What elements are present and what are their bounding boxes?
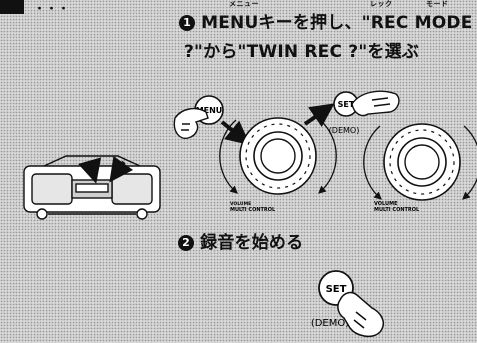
boombox-arrow-1-icon bbox=[78, 157, 102, 184]
step1-line1: 1 MENUキーを押し、"REC MODE bbox=[179, 8, 473, 33]
step1-line2: ?"から"TWIN REC ?"を選ぶ bbox=[184, 42, 420, 62]
step2-number-badge: 2 bbox=[178, 235, 194, 251]
ruby-rec: レック bbox=[370, 0, 393, 8]
set-button-step2-label: SET bbox=[326, 284, 347, 295]
volume-dial-2[interactable] bbox=[363, 123, 477, 201]
ruby-mode: モード bbox=[426, 0, 449, 8]
boombox-arrow-2-icon bbox=[109, 156, 134, 183]
step2-instruction: 録音を始める bbox=[200, 233, 304, 253]
ruby-menu: メニュー bbox=[229, 0, 259, 8]
section-tab-text: ・・・ bbox=[34, 2, 70, 15]
pointing-hand-3-icon bbox=[337, 291, 384, 338]
arrow-to-dial-1-icon bbox=[220, 120, 251, 146]
pointing-hand-icon bbox=[173, 107, 209, 139]
demo-label-step1: (DEMO) bbox=[329, 126, 360, 135]
volume-dial-1[interactable] bbox=[219, 117, 337, 195]
dial2-label-multi: MULTI CONTROL bbox=[374, 207, 420, 213]
demo-label-step2: (DEMO) bbox=[311, 318, 349, 329]
set-button-label: SET bbox=[338, 100, 355, 109]
menu-button-label: MENU bbox=[196, 106, 223, 115]
step1-instruction: MENUキーを押し、"REC MODE bbox=[201, 13, 473, 33]
arrow-to-set-icon bbox=[303, 103, 335, 127]
pointing-hand-2-icon bbox=[351, 90, 400, 117]
dial1-label-volume: VOLUME bbox=[230, 201, 251, 207]
step1-number-badge: 1 bbox=[179, 15, 195, 31]
dial2-label-volume: VOLUME bbox=[374, 201, 398, 207]
section-tab-marker bbox=[0, 0, 24, 14]
dial1-label-multi: MULTI CONTROL bbox=[230, 207, 276, 213]
step2-line: 2 録音を始める bbox=[178, 228, 303, 253]
